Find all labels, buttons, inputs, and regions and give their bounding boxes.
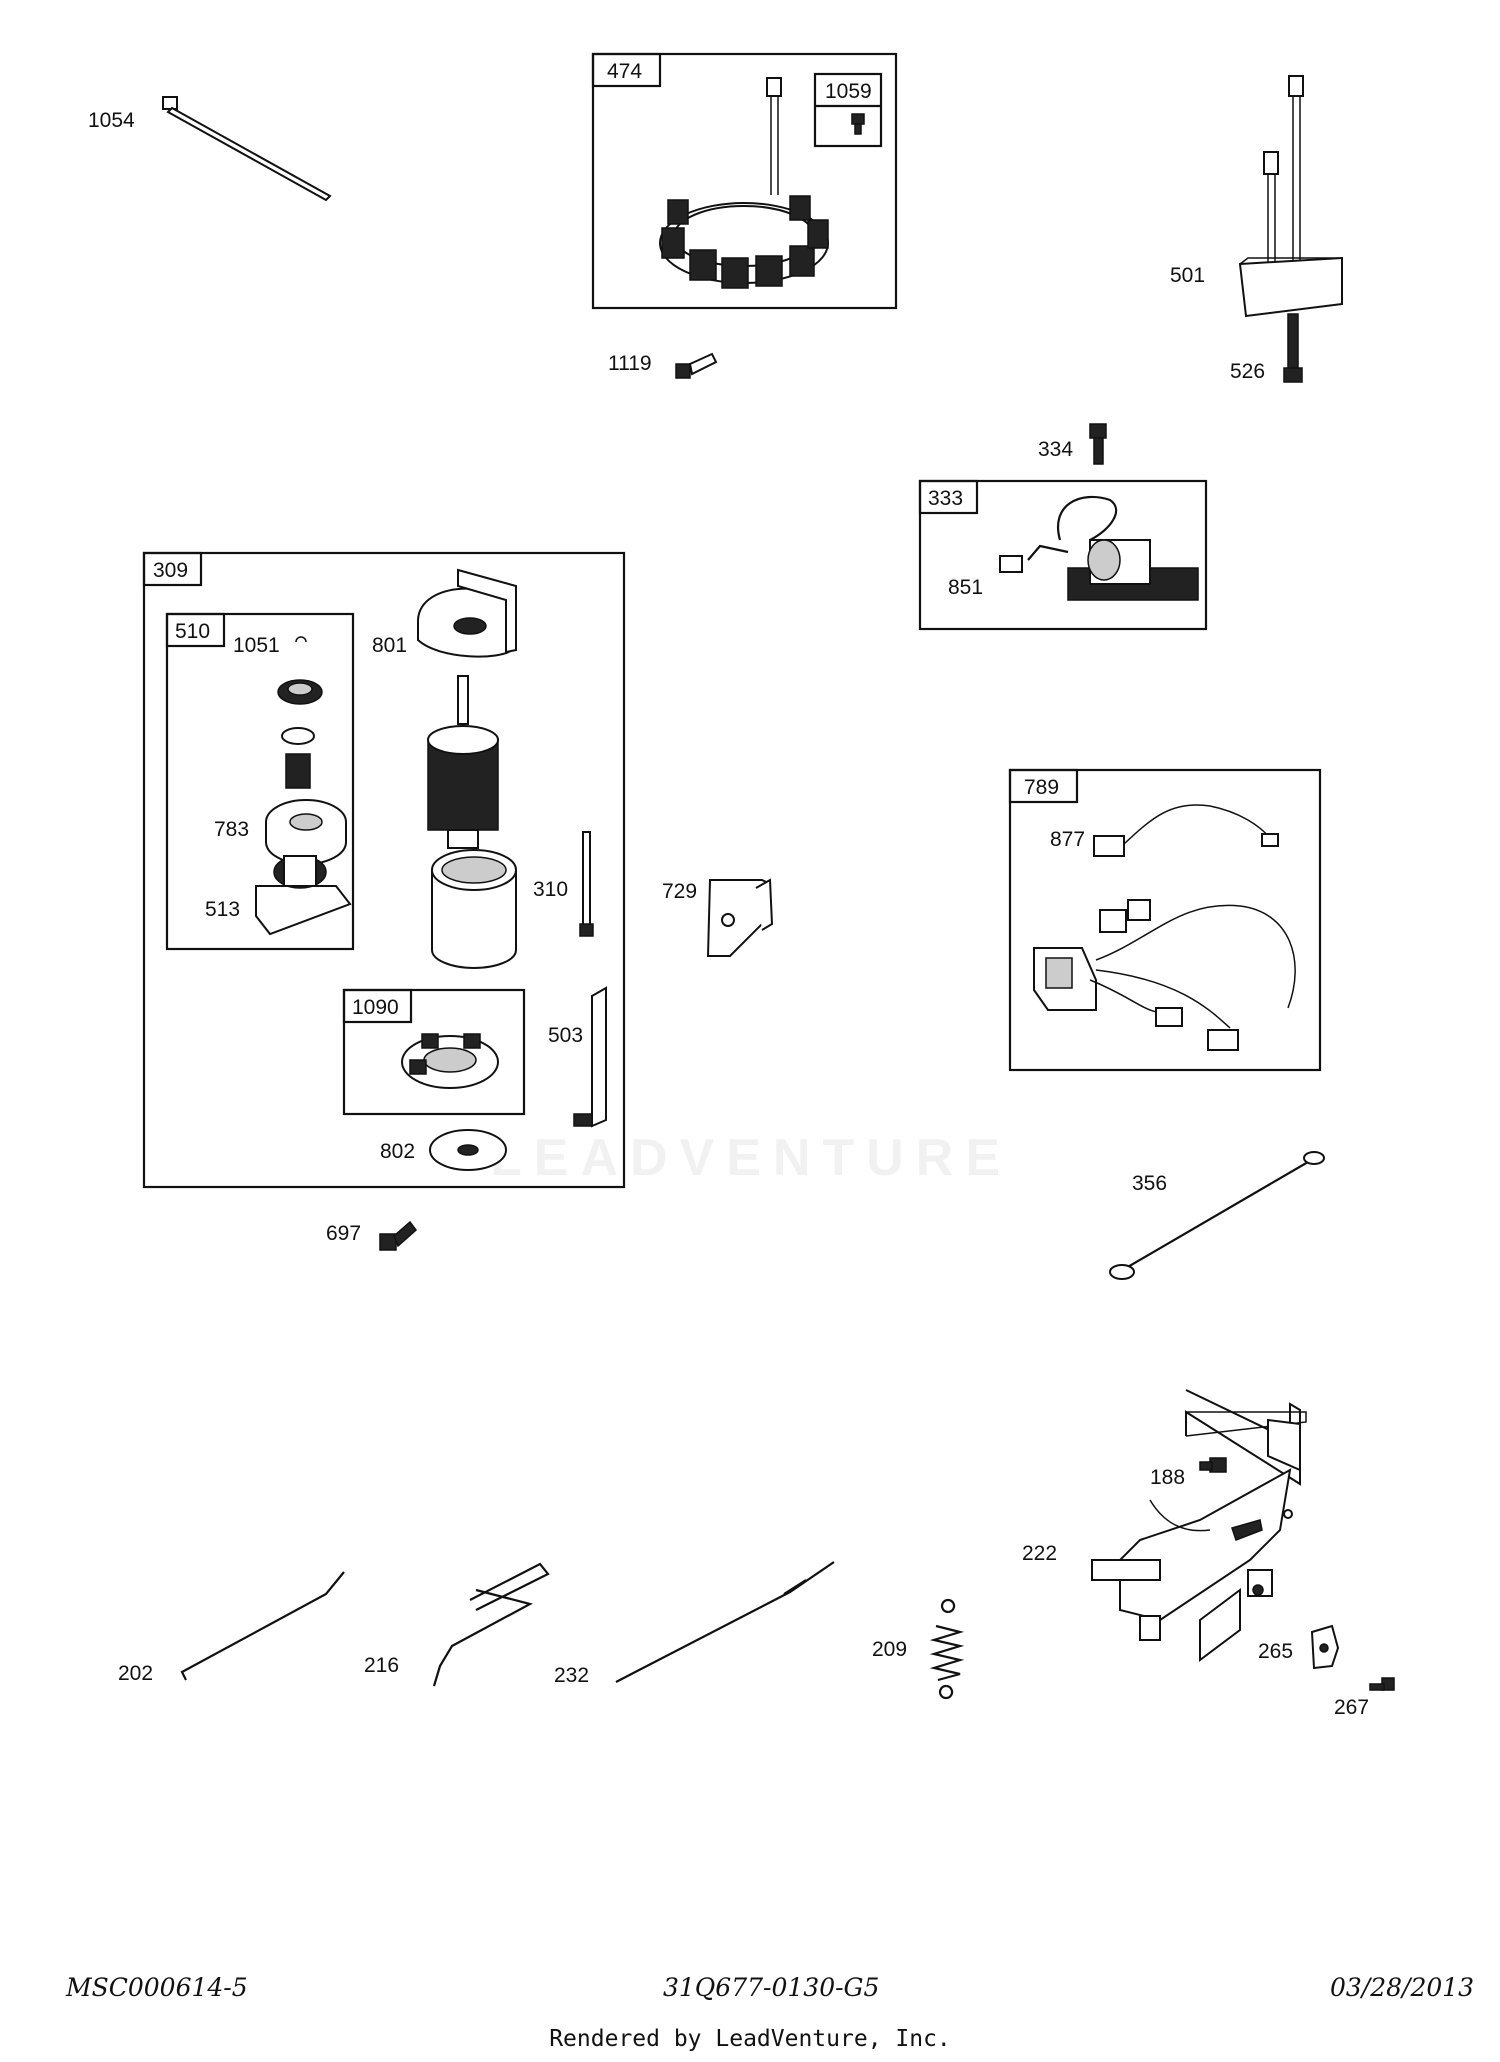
part-label-209: 209 xyxy=(872,1638,907,1661)
footer-credit: Rendered by LeadVenture, Inc. xyxy=(549,2026,951,2052)
part-label-877: 877 xyxy=(1050,828,1085,851)
part-label-188: 188 xyxy=(1150,1466,1185,1489)
box-333 xyxy=(918,479,1208,631)
part-label-1054: 1054 xyxy=(88,109,135,132)
box-510 xyxy=(165,612,355,951)
screw-1059[interactable] xyxy=(851,113,865,135)
rectifier-501[interactable] xyxy=(1238,75,1343,318)
armature[interactable] xyxy=(427,675,499,849)
part-label-216: 216 xyxy=(364,1654,399,1677)
control-bracket-222[interactable] xyxy=(1091,1389,1307,1662)
box-label-1059: 1059 xyxy=(825,80,872,103)
part-label-222: 222 xyxy=(1022,1542,1057,1565)
cable-tie-1054[interactable] xyxy=(162,96,332,202)
governor-rod-232[interactable] xyxy=(615,1561,835,1683)
box-label-789: 789 xyxy=(1024,776,1059,799)
wire-877[interactable] xyxy=(1093,804,1279,857)
screw-1119[interactable] xyxy=(675,352,718,379)
wiring-harness-789[interactable] xyxy=(1033,899,1296,1051)
part-label-1051: 1051 xyxy=(233,634,280,657)
part-label-356: 356 xyxy=(1132,1172,1167,1195)
watermark: LEADVENTURE xyxy=(490,1129,1013,1187)
part-label-801: 801 xyxy=(372,634,407,657)
footer-model-number: 31Q677-0130-G5 xyxy=(663,1973,880,2002)
bracket-729[interactable] xyxy=(706,878,774,957)
part-label-802: 802 xyxy=(380,1140,415,1163)
footer-diagram-code: MSC000614-5 xyxy=(66,1973,248,2002)
ground-wire-356[interactable] xyxy=(1109,1151,1325,1280)
box-label-309: 309 xyxy=(153,559,188,582)
box-label-333: 333 xyxy=(928,487,963,510)
part-label-232: 232 xyxy=(554,1664,589,1687)
spring-209[interactable] xyxy=(929,1598,965,1700)
part-label-783: 783 xyxy=(214,818,249,841)
part-label-729: 729 xyxy=(662,880,697,903)
box-789 xyxy=(1008,768,1322,1072)
part-label-513: 513 xyxy=(205,898,240,921)
part-label-202: 202 xyxy=(118,1662,153,1685)
through-bolt-310[interactable] xyxy=(579,831,594,937)
washer-802[interactable] xyxy=(429,1129,507,1171)
box-label-510: 510 xyxy=(175,620,210,643)
screw-188[interactable] xyxy=(1199,1457,1227,1473)
pinion-gear-783[interactable] xyxy=(265,799,347,865)
box-474 xyxy=(591,52,898,310)
part-label-503: 503 xyxy=(548,1024,583,1047)
link-216[interactable] xyxy=(432,1562,550,1687)
part-label-265: 265 xyxy=(1258,1640,1293,1663)
ignition-coil-333[interactable] xyxy=(1027,495,1199,601)
box-label-1090: 1090 xyxy=(352,996,399,1019)
drive-housing-513[interactable] xyxy=(255,855,352,936)
part-label-334: 334 xyxy=(1038,438,1073,461)
part-label-851: 851 xyxy=(948,576,983,599)
box-309 xyxy=(142,551,626,1189)
pinion-stack-510[interactable] xyxy=(277,679,323,789)
footer-date: 03/28/2013 xyxy=(1330,1973,1475,2002)
part-label-501: 501 xyxy=(1170,264,1205,287)
part-label-1119: 1119 xyxy=(608,352,652,375)
screw-267[interactable] xyxy=(1369,1677,1395,1691)
part-label-697: 697 xyxy=(326,1222,361,1245)
box-1090 xyxy=(342,988,526,1116)
bolt-526[interactable] xyxy=(1283,313,1303,383)
part-label-267: 267 xyxy=(1334,1696,1369,1719)
part-label-526: 526 xyxy=(1230,360,1265,383)
end-cap-801[interactable] xyxy=(417,568,518,658)
retaining-ring-1051[interactable] xyxy=(295,636,307,643)
clip-265[interactable] xyxy=(1310,1624,1340,1670)
link-rod-202[interactable] xyxy=(180,1571,345,1681)
bracket-503[interactable] xyxy=(573,986,607,1128)
box-label-474: 474 xyxy=(607,60,642,83)
screw-334[interactable] xyxy=(1089,423,1107,465)
screw-697[interactable] xyxy=(379,1220,418,1251)
part-label-310: 310 xyxy=(533,878,568,901)
stator-474[interactable] xyxy=(659,77,829,289)
clip-851[interactable] xyxy=(999,555,1023,573)
brush-holder-1090[interactable] xyxy=(401,1033,499,1089)
motor-housing[interactable] xyxy=(431,849,517,969)
